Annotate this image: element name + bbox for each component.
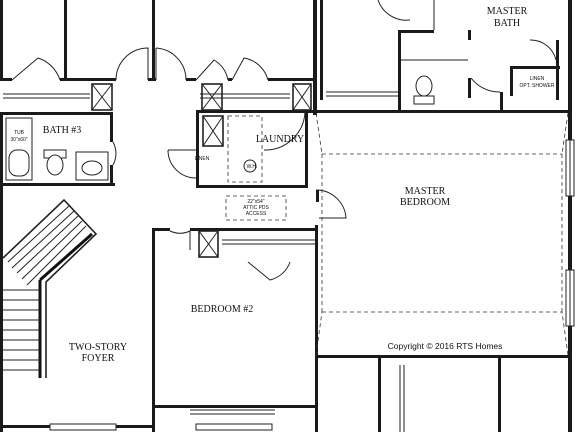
- windows: [49, 139, 575, 431]
- tub-label-2: 30"x60": [10, 137, 27, 143]
- master-bedroom-label-2: BEDROOM: [400, 197, 450, 208]
- master-bath-label-2: BATH: [494, 18, 520, 29]
- stair: [2, 198, 98, 378]
- attic-label-3: ACCESS: [246, 211, 267, 217]
- linen-right-label-2: OPT. SHOWER: [519, 83, 554, 89]
- linen-left-label: LINEN: [195, 156, 210, 162]
- laundry-label: LAUNDRY: [256, 134, 304, 145]
- room-labels: MASTER BATH BATH #3 LAUNDRY MASTER BEDRO…: [10, 6, 554, 364]
- wh-label: W.H.: [247, 164, 258, 170]
- attic-label-2: ATTIC PDS: [243, 205, 269, 211]
- master-bedroom-label-1: MASTER: [405, 186, 446, 197]
- linen-right-label-1: LINEN: [530, 76, 545, 82]
- tub-label-1: TUB: [14, 130, 25, 136]
- attic-label-1: 22"x54": [247, 199, 264, 205]
- counters: [3, 59, 468, 432]
- bath3-label: BATH #3: [43, 125, 82, 136]
- master-bath-label-1: MASTER: [487, 6, 528, 17]
- foyer-label-1: TWO-STORY: [69, 342, 127, 353]
- foyer-label-2: FOYER: [82, 353, 115, 364]
- doors: [11, 0, 557, 281]
- closet-markers: [91, 83, 312, 258]
- tray-ceiling: [315, 112, 569, 356]
- fixtures: [5, 75, 435, 221]
- copyright-text: Copyright © 2016 RTS Homes: [388, 341, 503, 351]
- bedroom2-label: BEDROOM #2: [191, 304, 254, 315]
